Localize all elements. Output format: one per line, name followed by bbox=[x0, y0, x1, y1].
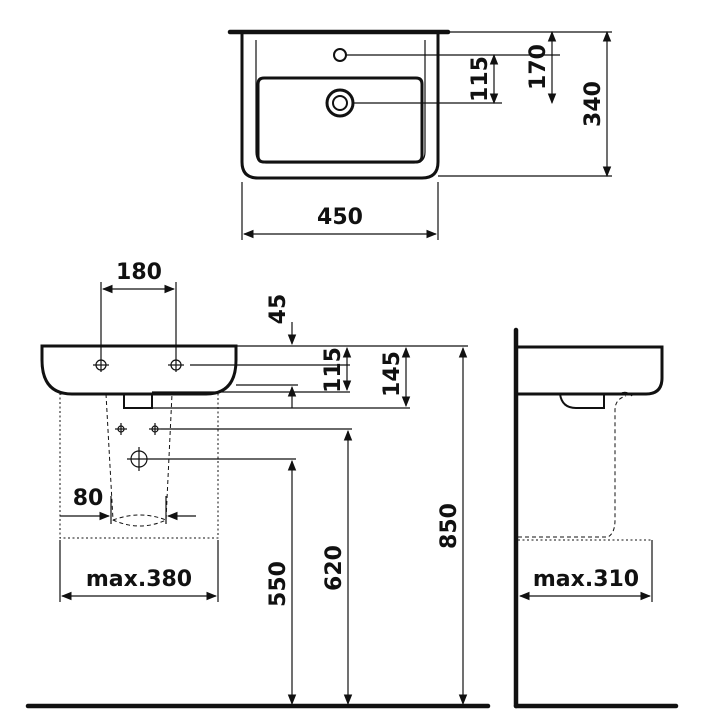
bowl-outline-top bbox=[256, 76, 424, 164]
drain-box-front bbox=[123, 393, 153, 409]
dim-label-45: 45 bbox=[266, 294, 291, 325]
dim-label-620: 620 bbox=[322, 545, 347, 591]
dim-label-450: 450 bbox=[317, 205, 363, 230]
dim-label-180: 180 bbox=[116, 260, 162, 285]
basin-inner-rim-top bbox=[255, 40, 426, 164]
dim-label-550: 550 bbox=[266, 561, 291, 607]
siphon-tip-side bbox=[619, 391, 633, 397]
dim-label-340: 340 bbox=[581, 81, 606, 127]
basin-outline-side bbox=[518, 345, 664, 396]
pedestal-base-curve bbox=[112, 514, 167, 521]
drain-inner-icon bbox=[332, 95, 348, 111]
drain-outer-icon bbox=[325, 88, 355, 118]
dim-label-145: 145 bbox=[380, 351, 405, 397]
dim-label-115-front: 115 bbox=[321, 347, 346, 393]
dim-label-310: max.310 bbox=[533, 567, 639, 592]
basin-outline-front bbox=[40, 344, 238, 396]
wall-hole-left-icon bbox=[115, 423, 127, 435]
dim-label-380: max.380 bbox=[86, 567, 192, 592]
dim-label-115-top: 115 bbox=[468, 56, 493, 102]
basin-outline-top bbox=[240, 34, 440, 180]
waste-outlet-icon bbox=[127, 447, 151, 471]
dim-label-170: 170 bbox=[526, 44, 551, 90]
pedestal-outline-side bbox=[518, 395, 627, 538]
side-view: max.310 bbox=[513, 327, 679, 709]
dim-label-850: 850 bbox=[437, 503, 462, 549]
wall-hole-right-icon bbox=[149, 423, 161, 435]
dim-label-80: 80 bbox=[73, 486, 104, 511]
pedestal-cover-outline bbox=[59, 393, 219, 539]
front-view: 180 45 115 145 80 max.380 550 bbox=[25, 260, 491, 709]
siphon-outline-side bbox=[559, 393, 605, 409]
top-view: 115 170 340 450 bbox=[227, 29, 612, 240]
tap-hole-icon bbox=[333, 48, 347, 62]
